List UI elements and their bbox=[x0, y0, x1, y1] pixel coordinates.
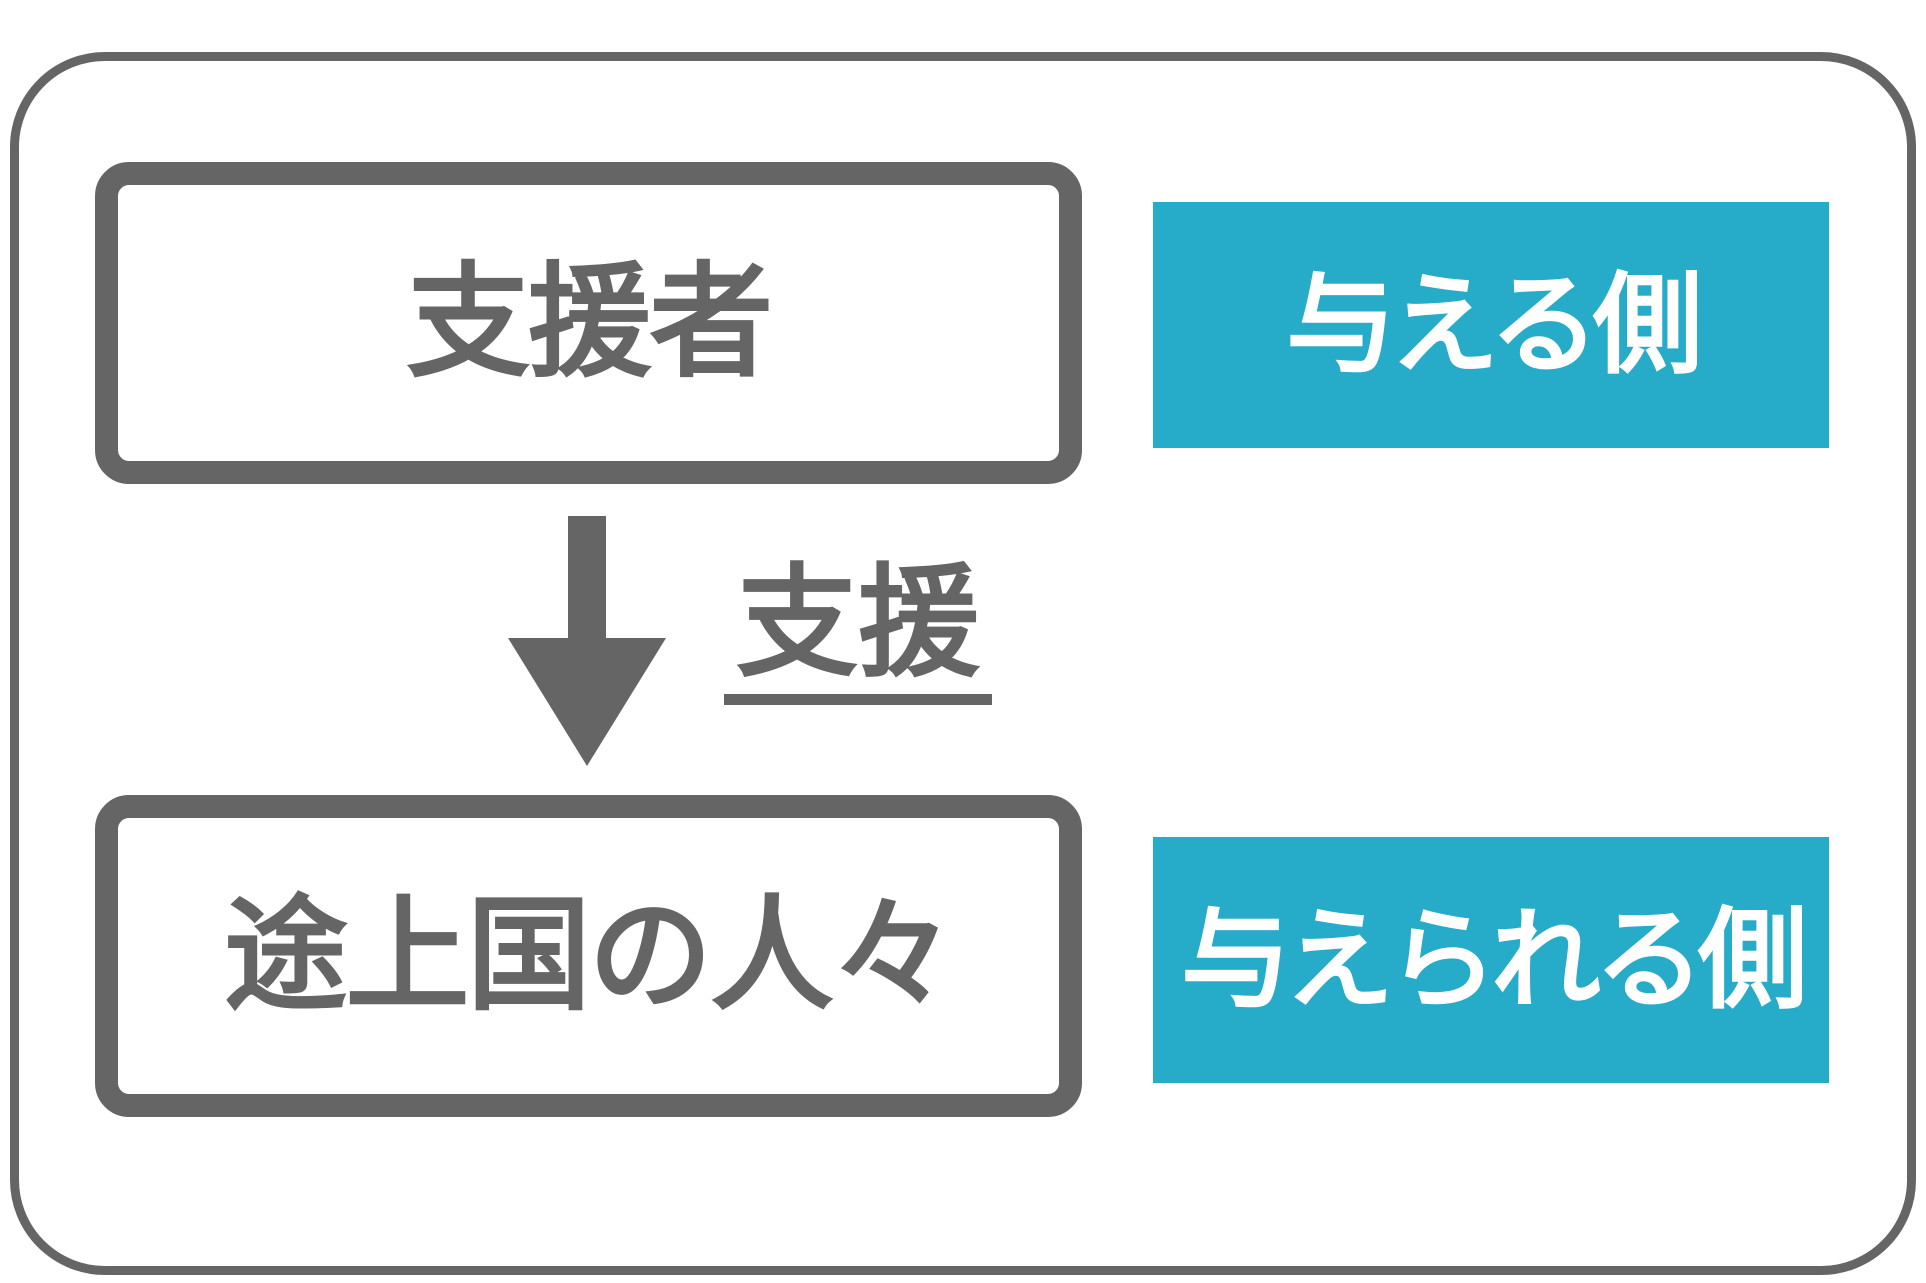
outer-frame bbox=[10, 52, 1916, 1275]
supporter-box: 支援者 bbox=[95, 162, 1082, 484]
supporter-box-label: 支援者 bbox=[406, 251, 773, 395]
support-arrow-label: 支援 bbox=[724, 556, 992, 705]
receiver-side-badge-label: 与えられる側 bbox=[1180, 896, 1808, 1024]
giver-side-badge: 与える側 bbox=[1153, 202, 1829, 448]
recipients-box-label: 途上国の人々 bbox=[223, 884, 956, 1028]
recipients-box: 途上国の人々 bbox=[95, 795, 1082, 1117]
giver-side-badge-label: 与える側 bbox=[1285, 261, 1703, 389]
down-arrow-icon bbox=[568, 516, 606, 640]
receiver-side-badge: 与えられる側 bbox=[1153, 837, 1829, 1083]
